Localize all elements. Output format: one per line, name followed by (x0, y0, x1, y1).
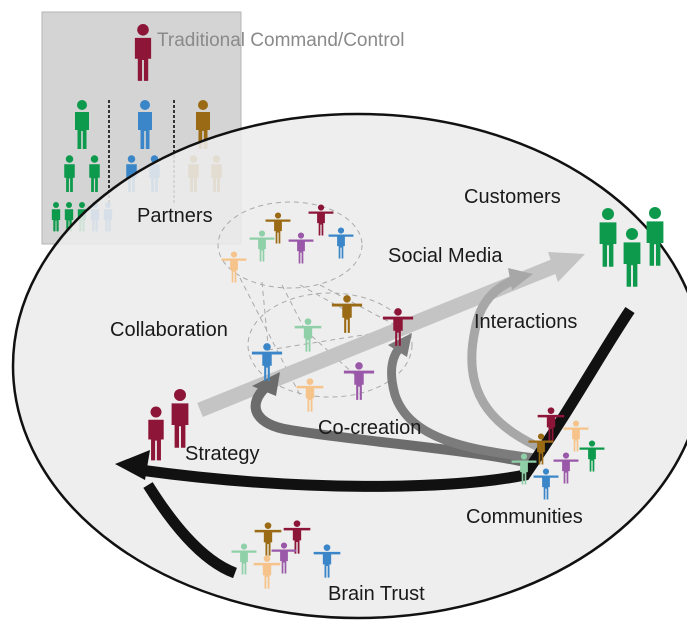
diagram-title: Traditional Command/Control (157, 30, 404, 51)
interactions-label: Interactions (474, 311, 577, 333)
partners-label: Partners (137, 205, 213, 227)
brain-trust-arrow (143, 482, 238, 579)
customers-label: Customers (464, 186, 561, 208)
interactions-arrow (467, 273, 547, 455)
partner-network (217, 201, 413, 398)
co-creation-label: Co-creation (318, 417, 421, 439)
organization-ellipse (11, 112, 687, 620)
social-media-label: Social Media (388, 245, 503, 267)
collaboration-label: Collaboration (110, 319, 228, 341)
strategy-label: Strategy (185, 443, 259, 465)
customers-feedback-arrow (139, 306, 635, 492)
flow-arrows (115, 252, 635, 579)
communities-label: Communities (466, 506, 583, 528)
brain-trust-label: Brain Trust (328, 583, 425, 605)
strategy-loop-arrow (250, 381, 527, 467)
co-creation-arrow (387, 341, 536, 463)
